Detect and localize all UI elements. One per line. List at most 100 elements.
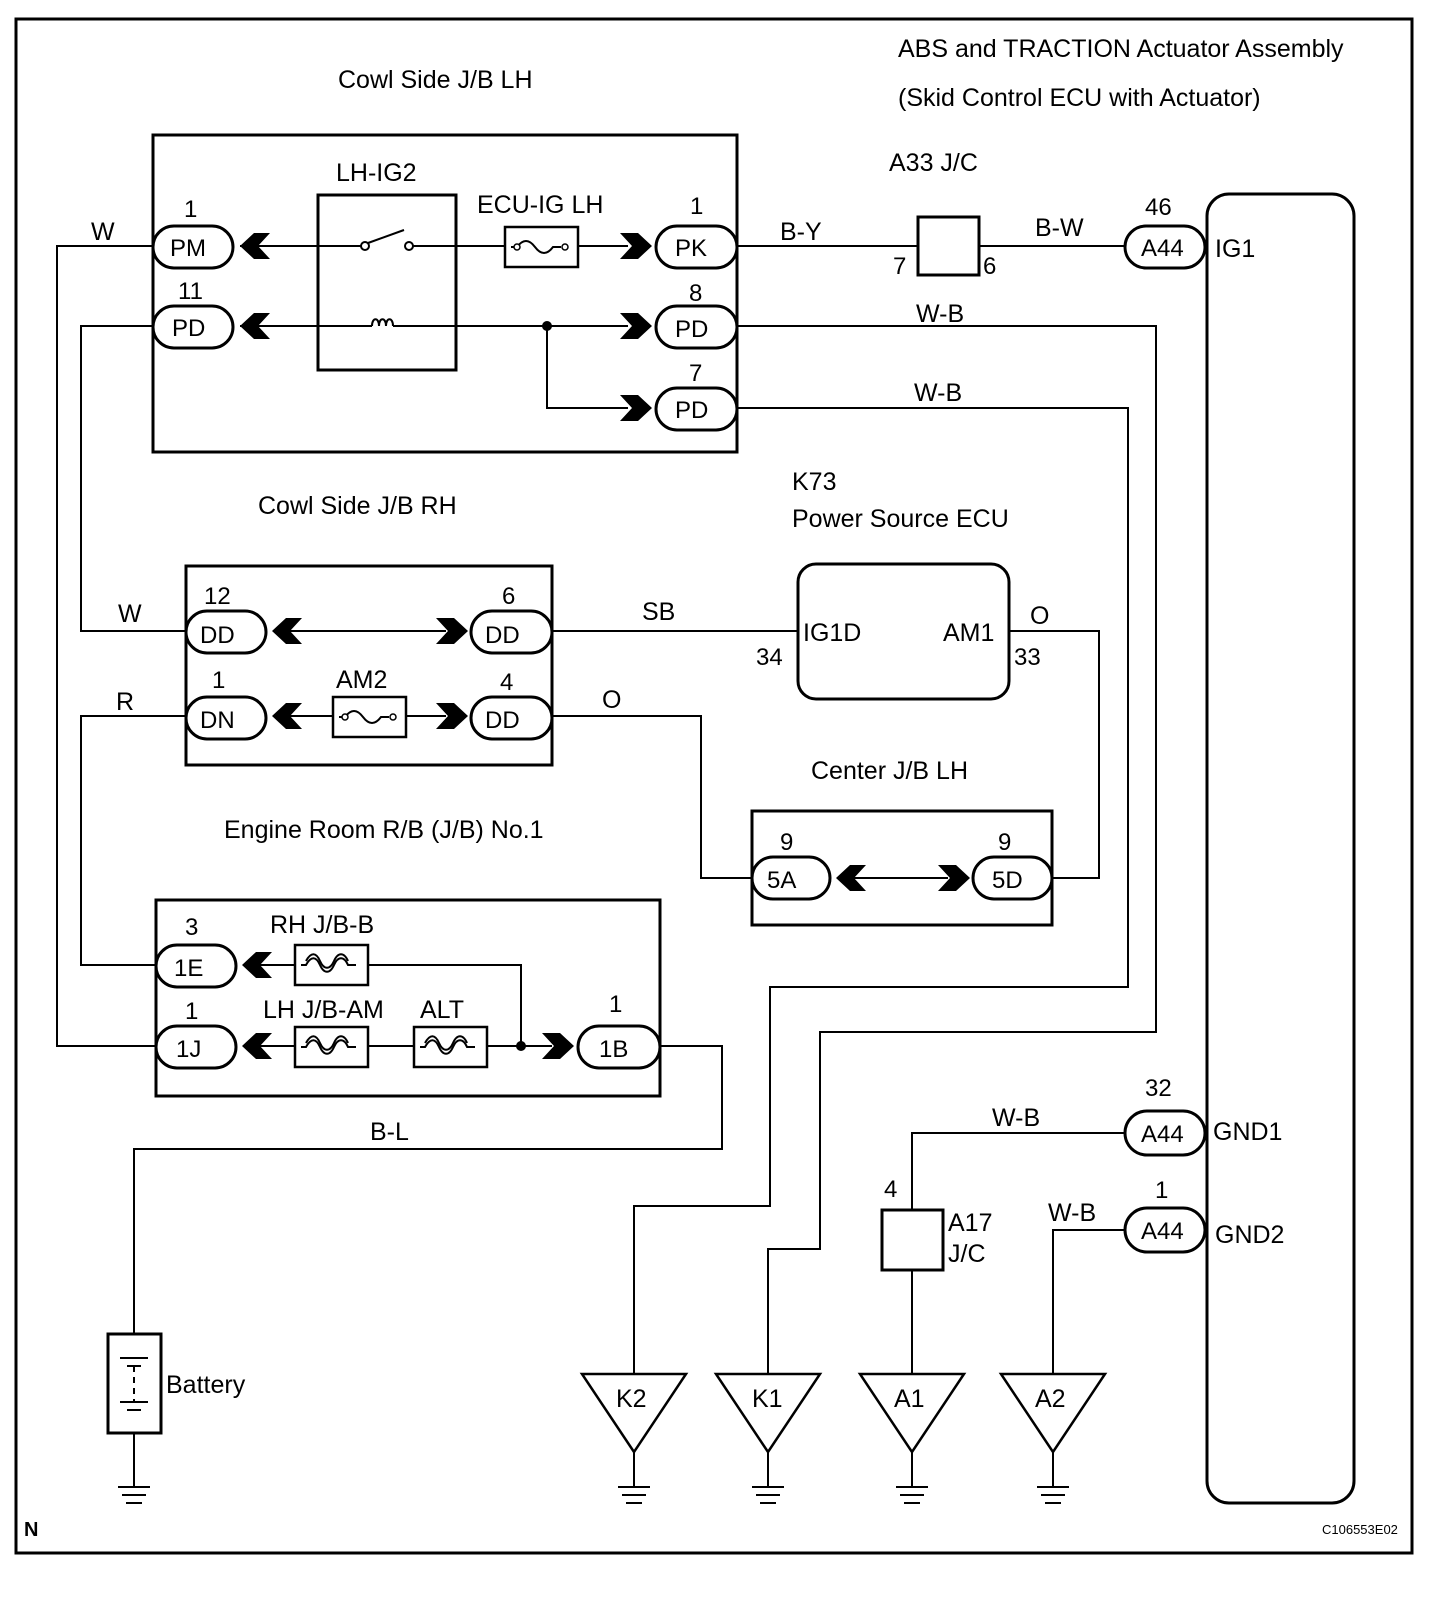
center-jb-lh-box [750, 809, 1054, 927]
connector-pd8-label: PD [675, 316, 708, 343]
pin-a33-out: 6 [983, 253, 996, 280]
pin-pk: 1 [690, 193, 703, 220]
engine-room-rb-box [154, 898, 662, 1098]
pin-a44-ig1: 46 [1145, 194, 1172, 221]
connector-dd12 [184, 609, 268, 655]
wire-wb-2: W-B [914, 379, 962, 407]
pin-pd7: 7 [689, 360, 702, 387]
ground-a2-label: A2 [1035, 1385, 1066, 1413]
pin-pd11: 11 [178, 278, 203, 305]
ground-point-k2: K2 [579, 1372, 689, 1504]
a17-jc-box [880, 1208, 945, 1272]
k73-name: Power Source ECU [792, 505, 1009, 533]
pin-dn1: 1 [212, 667, 225, 694]
connector-pm-label: PM [170, 235, 206, 262]
ground-point-k1: K1 [713, 1372, 823, 1504]
pin-am1: 33 [1014, 644, 1041, 671]
pin-pd8: 8 [689, 280, 702, 307]
connector-5a [750, 855, 832, 901]
alt-label: ALT [420, 996, 464, 1024]
wire-bw: B-W [1035, 214, 1084, 242]
lh-ig2-relay-box [316, 193, 458, 372]
pin-pm: 1 [184, 196, 197, 223]
abs-title-line1: ABS and TRACTION Actuator Assembly [898, 35, 1344, 63]
pin-a44-gnd2: 1 [1155, 1177, 1168, 1204]
connector-1e-label: 1E [174, 955, 203, 982]
connector-dd12-label: DD [200, 622, 235, 649]
center-jb-title: Center J/B LH [811, 757, 968, 785]
battery-symbol [106, 1332, 163, 1435]
pin-a33-in: 7 [893, 253, 906, 280]
ground-point-a1: A1 [857, 1372, 967, 1504]
connector-1j [154, 1024, 238, 1070]
wire-bl: B-L [370, 1118, 409, 1146]
pin-a44-gnd1: 32 [1145, 1075, 1172, 1102]
wire-by: B-Y [780, 218, 822, 246]
pin-5d: 9 [998, 829, 1011, 856]
wire-r-dn: R [116, 688, 134, 716]
connector-dd4 [469, 695, 554, 741]
connector-5a-label: 5A [767, 867, 796, 894]
battery-label: Battery [166, 1371, 246, 1399]
wire-o-am1: O [1030, 602, 1049, 630]
terminal-gnd1: GND1 [1213, 1118, 1282, 1146]
cowl-lh-title: Cowl Side J/B LH [338, 66, 533, 94]
a17-label-1: A17 [948, 1209, 992, 1237]
k73-id: K73 [792, 468, 836, 496]
connector-dd6-label: DD [485, 622, 520, 649]
pin-a17: 4 [884, 1176, 897, 1203]
connector-dd4-label: DD [485, 707, 520, 734]
wire-wb-1: W-B [916, 300, 964, 328]
wire-wb-gnd1: W-B [992, 1104, 1040, 1132]
ground-point-a2: A2 [998, 1372, 1108, 1504]
wire-o-dd: O [602, 686, 621, 714]
pin-1j: 1 [185, 998, 198, 1025]
pin-1b: 1 [609, 991, 622, 1018]
connector-a44-ig1 [1123, 224, 1207, 270]
pin-1e: 3 [185, 914, 198, 941]
abs-actuator-box [1205, 192, 1356, 1505]
pin-5a: 9 [780, 829, 793, 856]
a17-label-2: J/C [948, 1240, 986, 1268]
connector-1e [154, 943, 238, 989]
terminal-ig1: IG1 [1215, 235, 1255, 263]
terminal-gnd2: GND2 [1215, 1221, 1284, 1249]
diagram-frame [14, 17, 1414, 1555]
terminal-ig1d: IG1D [803, 619, 861, 647]
engine-rb-title: Engine Room R/B (J/B) No.1 [224, 816, 544, 844]
pin-ig1d: 34 [756, 644, 783, 671]
connector-pd11-label: PD [172, 315, 205, 342]
ecu-ig-lh-label: ECU-IG LH [477, 191, 603, 219]
ground-k1-label: K1 [752, 1385, 783, 1413]
a33-label: A33 J/C [889, 149, 978, 177]
connector-a44-ig1-label: A44 [1141, 235, 1184, 262]
connector-5d [971, 855, 1054, 901]
battery-ground-icon [118, 1486, 150, 1504]
document-code: C106553E02 [1322, 1522, 1398, 1537]
cowl-jb-rh-box [184, 564, 554, 767]
ground-a1-label: A1 [894, 1385, 925, 1413]
ground-k2-label: K2 [616, 1385, 647, 1413]
rh-jb-b-label: RH J/B-B [270, 911, 374, 939]
wire-w-dd: W [118, 600, 142, 628]
cowl-jb-lh-box [151, 133, 739, 454]
wire-wb-gnd2: W-B [1048, 1199, 1096, 1227]
connector-5d-label: 5D [992, 867, 1023, 894]
pin-dd12: 12 [204, 583, 231, 610]
abs-title-line2: (Skid Control ECU with Actuator) [898, 84, 1261, 112]
pin-dd6: 6 [502, 583, 515, 610]
wire-w-pm: W [91, 218, 115, 246]
corner-mark: N [24, 1519, 38, 1541]
lh-jb-am-label: LH J/B-AM [263, 996, 384, 1024]
connector-pd7-label: PD [675, 397, 708, 424]
connector-dn1-label: DN [200, 707, 235, 734]
cowl-rh-title: Cowl Side J/B RH [258, 492, 457, 520]
connector-dn1 [184, 695, 268, 741]
wire-sb: SB [642, 598, 675, 626]
lh-ig2-label: LH-IG2 [336, 159, 417, 187]
connector-1b-label: 1B [599, 1036, 628, 1063]
am2-label: AM2 [336, 666, 387, 694]
connector-1j-label: 1J [176, 1036, 201, 1063]
a33-jc-box [916, 215, 981, 277]
connector-a44-gnd1-label: A44 [1141, 1121, 1184, 1148]
